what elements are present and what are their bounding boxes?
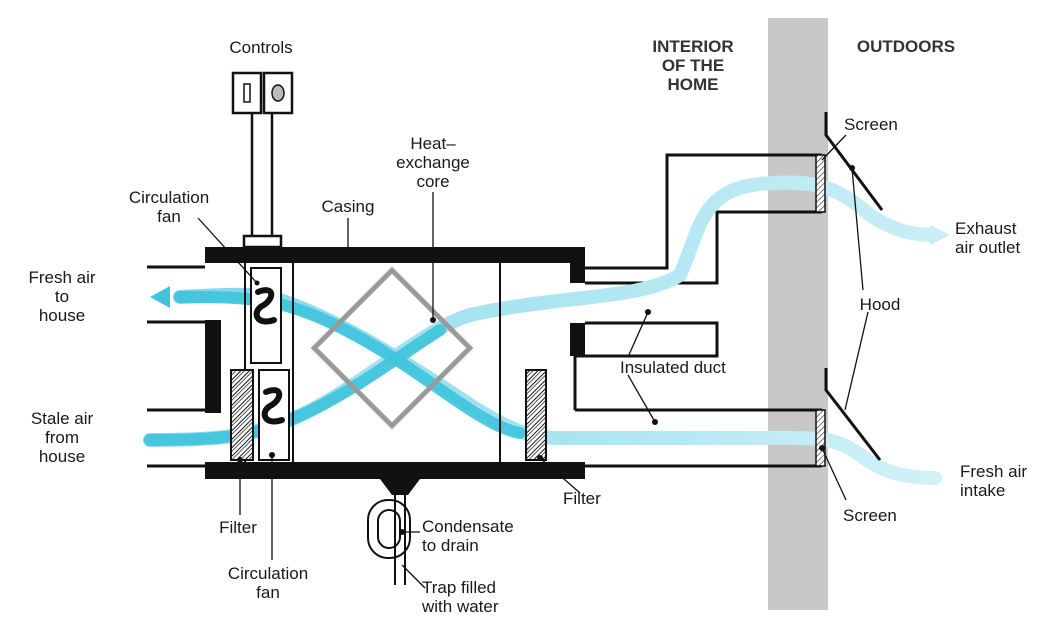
controls-panel [231, 71, 294, 249]
label-heat-exchange-core-2: exchange [396, 153, 470, 172]
condensate-trap [367, 479, 420, 585]
hoods [824, 112, 884, 461]
label-condensate-to-drain-1: Condensate [422, 517, 514, 536]
label-stale-air-from-house-3: house [39, 447, 85, 466]
label-stale-air-from-house-1: Stale air [31, 409, 94, 428]
label-circulation-fan-top-1: Circulation [129, 188, 209, 207]
label-condensate-to-drain-2: to drain [422, 536, 479, 555]
casing-bottom [205, 462, 585, 479]
label-heat-exchange-core-1: Heat– [410, 134, 456, 153]
casing-right-upper [570, 263, 585, 283]
filter-left-element [230, 369, 254, 461]
left-ports [147, 265, 205, 468]
label-trap-filled-with-water-1: Trap filled [422, 578, 496, 597]
label-screen-top: Screen [844, 115, 898, 134]
label-exhaust-air-outlet-1: Exhaust [955, 219, 1017, 238]
label-fresh-air-to-house-3: house [39, 306, 85, 325]
casing-left-upper [205, 320, 221, 413]
heading-interior-3: HOME [668, 75, 719, 94]
heading-interior-1: INTERIOR [652, 37, 733, 56]
casing-right-lower [570, 323, 585, 356]
heat-exchange-core [310, 266, 474, 430]
label-screen-bottom: Screen [843, 506, 897, 525]
label-fresh-air-to-house-1: Fresh air [28, 268, 95, 287]
exterior-wall [768, 18, 828, 610]
label-stale-air-from-house-2: from [45, 428, 79, 447]
circulation-fan-bottom-element [258, 369, 290, 461]
label-circulation-fan-top-2: fan [157, 207, 181, 226]
lower-duct [573, 321, 822, 468]
heading-outdoors: OUTDOORS [857, 37, 955, 56]
screen-bottom-element [815, 409, 826, 467]
label-fresh-air-intake-2: intake [960, 481, 1005, 500]
label-fresh-air-intake-1: Fresh air [960, 462, 1027, 481]
screen-top-element [815, 154, 826, 213]
label-filter-left: Filter [219, 518, 257, 537]
label-circulation-fan-bottom-1: Circulation [228, 564, 308, 583]
leader-lines [197, 134, 869, 589]
filter-right-element [525, 369, 547, 461]
label-circulation-fan-bottom-2: fan [256, 583, 280, 602]
heading-interior-2: OF THE [662, 56, 724, 75]
label-fresh-air-to-house-2: to [55, 287, 69, 306]
label-casing: Casing [322, 197, 375, 216]
exhaust-arrowhead [930, 225, 950, 245]
exhaust-airflow-inner [144, 324, 446, 446]
label-heat-exchange-core-3: core [416, 172, 449, 191]
label-filter-right: Filter [563, 489, 601, 508]
leader-dots [237, 165, 855, 535]
label-trap-filled-with-water-2: with water [421, 597, 499, 616]
label-hood: Hood [860, 295, 901, 314]
label-insulated-duct: Insulated duct [620, 358, 726, 377]
label-exhaust-air-outlet-2: air outlet [955, 238, 1020, 257]
casing-top [205, 247, 585, 263]
label-controls: Controls [229, 38, 292, 57]
fresh-air-arrowhead [150, 286, 170, 308]
fresh-airflow-inner [174, 291, 526, 439]
